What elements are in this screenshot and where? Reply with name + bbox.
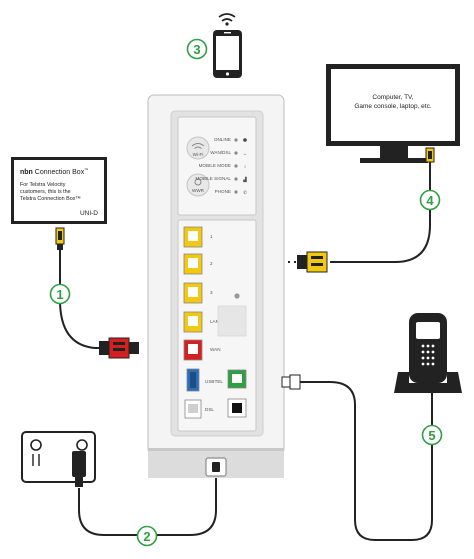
- nbn-connection-box: [11, 157, 107, 224]
- step-5-number: 5: [428, 428, 435, 443]
- lan-port-2[interactable]: [183, 253, 203, 275]
- lan-port-3[interactable]: [183, 282, 203, 304]
- usb-port-label: USB: [205, 379, 214, 384]
- phone-status-icon: ✆: [243, 190, 247, 195]
- phone-port[interactable]: [227, 369, 247, 389]
- step-3-number: 3: [193, 42, 200, 57]
- monitor: [326, 64, 460, 163]
- port-label-area: [217, 305, 247, 337]
- usb-port[interactable]: [186, 368, 200, 392]
- red-plug: [99, 337, 139, 359]
- step-1-number: 1: [56, 287, 63, 302]
- power-connector[interactable]: [205, 457, 227, 477]
- status-wan-label: WAN/DSL: [210, 150, 231, 155]
- status-phone-light: [234, 190, 238, 194]
- wan-dsl-icon: ↔: [243, 151, 248, 156]
- wifi-button-label: Wi-Fi: [193, 152, 204, 157]
- dsl-port[interactable]: [184, 399, 202, 419]
- nbn-note-line2: customers, this is the: [20, 189, 71, 195]
- lan-cable: [330, 160, 431, 263]
- yellow-plug-modem: [297, 251, 328, 273]
- step-4-badge: 4: [419, 189, 441, 211]
- mobile-mode-icon: ↕: [244, 164, 246, 169]
- status-mobile-mode-light: [234, 164, 238, 168]
- step-2-number: 2: [143, 529, 150, 544]
- svg-text:nbn Connection Box™: nbn Connection Box™: [20, 167, 88, 176]
- signal-icon: ▟: [242, 176, 247, 183]
- wps-button[interactable]: [186, 173, 210, 197]
- step-3-badge: 3: [186, 38, 208, 60]
- monitor-label-line1: Computer, TV,: [372, 94, 413, 101]
- nbn-note-line1: For Telstra Velocity: [20, 182, 66, 188]
- lan-port-2-label: 2: [210, 261, 213, 266]
- wan-port[interactable]: [183, 339, 203, 361]
- step-5-badge: 5: [421, 424, 443, 446]
- status-mobile-signal-light: [234, 177, 238, 181]
- phone-plug: [281, 374, 301, 390]
- status-online-light: [234, 138, 238, 142]
- online-icon: [243, 138, 247, 142]
- status-wan-light: [234, 151, 238, 155]
- step-4-number: 4: [426, 193, 434, 208]
- wps-button-label: WWR: [192, 188, 205, 193]
- reset-button[interactable]: [234, 293, 240, 299]
- phone-cable: [297, 381, 433, 541]
- nbn-brand: nbn: [20, 169, 33, 176]
- power-cable: [78, 470, 217, 536]
- nbn-note-line3: Telstra Connection Box™: [20, 196, 81, 202]
- phone-port-label: TEL: [215, 379, 224, 384]
- lan-port-1-label: 1: [210, 234, 213, 239]
- lan-port-3-label: 3: [210, 290, 213, 295]
- nbn-port-label: UNI-D: [80, 210, 98, 217]
- step-2-badge: 2: [136, 525, 158, 547]
- nbn-trademark: ™: [84, 167, 88, 172]
- home-phone: [394, 313, 462, 393]
- wifi-button[interactable]: [186, 136, 210, 160]
- yellow-plug-nbn: [55, 227, 65, 250]
- status-mobile-mode-label: MOBILE MODE: [199, 163, 231, 168]
- step-1-badge: 1: [49, 283, 71, 305]
- monitor-label-line2: Game console, laptop, etc.: [354, 103, 432, 110]
- mobile-phone: [213, 13, 242, 78]
- yellow-plug-monitor: [425, 147, 435, 163]
- lan-port-1[interactable]: [183, 226, 203, 248]
- power-port[interactable]: [227, 398, 247, 418]
- power-outlet: [21, 431, 96, 487]
- status-phone-label: PHONE: [215, 189, 231, 194]
- wan-port-label: WAN: [210, 347, 221, 352]
- status-online-label: ONLINE: [214, 137, 231, 142]
- nbn-box-title: Connection Box: [33, 169, 85, 176]
- status-mobile-signal-label: MOBILE SIGNAL: [196, 176, 232, 181]
- lan-port-4-label: LAN 4: [210, 319, 223, 324]
- dsl-port-label: DSL: [205, 407, 214, 412]
- lan-port-4[interactable]: [183, 311, 203, 333]
